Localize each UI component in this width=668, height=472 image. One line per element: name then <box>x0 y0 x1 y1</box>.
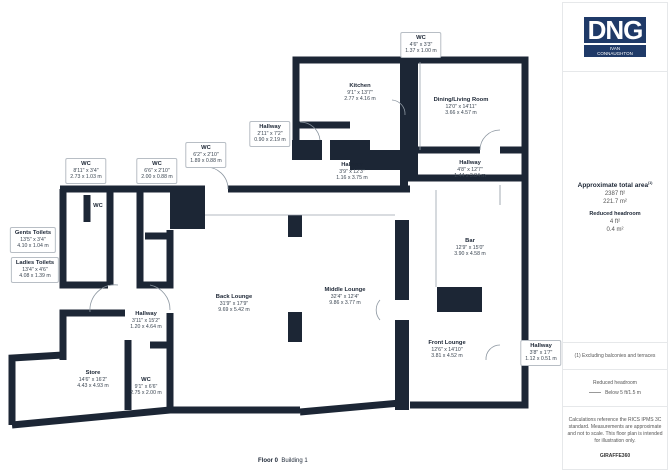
reduced-headroom-title: Reduced headroom <box>589 211 641 218</box>
legend: Reduced headroom Below 5 ft/1.5 m <box>563 370 667 407</box>
reduced-ft: 4 ft² <box>609 219 621 226</box>
room-label-wc-small: WC <box>93 203 103 209</box>
area-ft: 2387 ft² <box>604 191 626 198</box>
area-summary: Approximate total area(1) 2387 ft² 221.7… <box>563 72 667 343</box>
reduced-m: 0.4 m² <box>606 227 624 234</box>
excluding-note: (1) Excluding balconies and terraces <box>563 343 667 370</box>
legend-item: Below 5 ft/1.5 m <box>567 390 663 396</box>
legend-title: Reduced headroom <box>593 380 637 386</box>
area-title: Approximate total area(1) <box>577 180 653 190</box>
area-m: 221.7 m² <box>603 199 627 206</box>
disclaimer: Calculations reference the RICS IPMS 3C … <box>567 417 663 444</box>
logo-brand: DNG <box>583 17 647 43</box>
floor-plan <box>8 56 529 429</box>
floor-caption: Floor 0 Building 1 <box>258 458 308 464</box>
giraffe360-credit: GIRAFFE360 <box>599 453 631 459</box>
